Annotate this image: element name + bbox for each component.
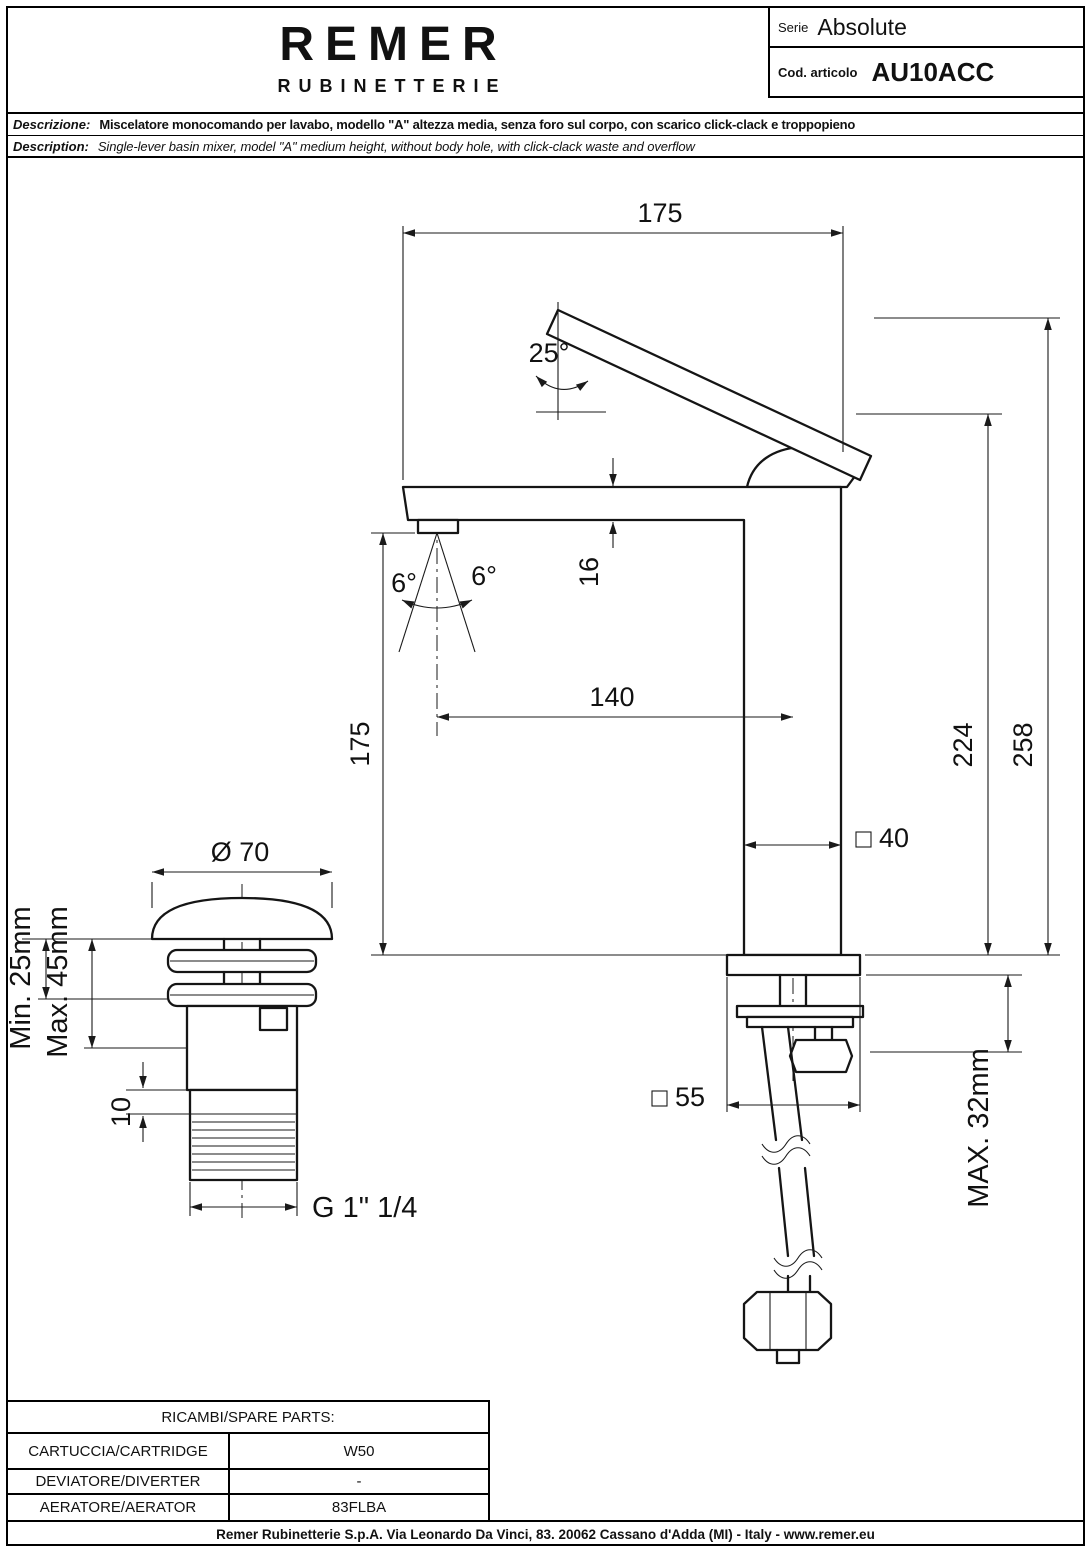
hose-break-symbol-2 <box>773 1249 823 1267</box>
center-lines <box>241 490 794 1218</box>
dim-angle-left-label: 6° <box>391 568 417 598</box>
dim-height-front-label: 224 <box>948 722 978 767</box>
thread-lines <box>192 1121 295 1171</box>
dim-height-total: 258 <box>865 317 1060 956</box>
description-label-en: Description: <box>13 138 89 154</box>
dim-body-square: 40 <box>744 823 909 853</box>
mounting-washer-large <box>735 1004 865 1019</box>
dim-body-height: 175 <box>345 532 727 956</box>
mounting-washer-small <box>745 1015 855 1029</box>
dim-drain-max-label: Max. 45mm <box>42 906 74 1057</box>
dim-spout-reach-label: 140 <box>589 682 634 712</box>
dim-base-square-label: 55 <box>675 1082 705 1112</box>
dim-body-height-label: 175 <box>345 721 375 766</box>
dim-handle-angle: 25° <box>529 302 606 420</box>
dim-spout-section: 16 <box>574 458 617 587</box>
brand-logo-title: REMER <box>279 18 508 71</box>
serie-label: Serie <box>778 19 809 35</box>
table-cell-label: DEVIATORE/DIVERTER <box>8 1470 230 1493</box>
article-code-label: Cod. articolo <box>778 64 858 80</box>
square-symbol-2 <box>651 1090 668 1107</box>
description-text-en: Single-lever basin mixer, model "A" medi… <box>97 138 695 154</box>
article-code-value: AU10ACC <box>871 56 995 87</box>
description-label-it: Descrizione: <box>13 117 91 132</box>
dim-drain-min: Min. 25mm <box>5 906 168 1050</box>
dim-height-total-label: 258 <box>1008 722 1038 767</box>
dim-drain-min-label: Min. 25mm <box>5 906 37 1049</box>
brand-logo: REMER RUBINETTERIE <box>8 10 768 108</box>
dim-counter-max: MAX. 32mm <box>866 974 1022 1208</box>
spare-parts-title: RICAMBI/SPARE PARTS: <box>8 1402 488 1434</box>
table-cell-value: 83FLBA <box>331 1499 387 1516</box>
flex-hose <box>760 1025 778 1142</box>
dim-spout-section-label: 16 <box>574 557 604 587</box>
dim-total-width-label: 175 <box>637 198 682 228</box>
dim-base-square: 55 <box>651 977 861 1112</box>
drain-waste-view <box>150 896 334 1182</box>
table-cell-value: W50 <box>343 1442 375 1460</box>
dim-aerator-angles: 6° 6° <box>391 532 497 653</box>
serie-row: Serie Absolute <box>770 8 1083 48</box>
dim-spout-reach: 140 <box>437 682 793 721</box>
table-cell-value: - <box>356 1473 362 1490</box>
dim-drain-thread-label: G 1" 1/4 <box>312 1192 417 1224</box>
dim-drain-collar-label: 10 <box>106 1097 136 1127</box>
spare-parts-table: RICAMBI/SPARE PARTS: CARTUCCIA/CARTRIDGE… <box>8 1400 490 1520</box>
article-info-box: Serie Absolute Cod. articolo AU10ACC <box>768 8 1083 98</box>
dim-total-width: 175 <box>402 198 844 480</box>
dim-drain-thread: G 1" 1/4 <box>189 1182 417 1224</box>
dim-drain-diameter-label: Ø 70 <box>211 837 270 867</box>
drain-cap <box>150 896 334 941</box>
square-symbol <box>855 831 872 848</box>
faucet-body-outline <box>401 485 843 957</box>
hose-break-symbol <box>761 1135 811 1153</box>
dim-counter-max-label: MAX. 32mm <box>963 1048 995 1208</box>
description-text-it: Miscelatore monocomando per lavabo, mode… <box>99 117 856 132</box>
brand-logo-subtitle: RUBINETTERIE <box>277 76 507 96</box>
faucet-base-flange <box>725 953 862 977</box>
table-row: CARTUCCIA/CARTRIDGE W50 <box>8 1434 488 1470</box>
table-row: AERATORE/AERATOR 83FLBA <box>8 1495 488 1520</box>
mounting-hardware <box>735 973 865 1365</box>
faucet-side-view <box>401 308 873 977</box>
table-cell-label: CARTUCCIA/CARTRIDGE <box>8 1434 230 1468</box>
faucet-lever <box>545 308 873 482</box>
mounting-nut <box>788 1038 854 1074</box>
dim-drain-diameter: Ø 70 <box>151 837 333 908</box>
dim-drain-max: Max. 45mm <box>42 906 187 1058</box>
dim-angle-right-label: 6° <box>471 561 497 591</box>
dim-handle-angle-label: 25° <box>529 338 570 368</box>
page-border <box>6 6 1085 1546</box>
footer-address: Remer Rubinetterie S.p.A. Via Leonardo D… <box>8 1520 1083 1546</box>
serie-value: Absolute <box>817 13 907 40</box>
article-code-row: Cod. articolo AU10ACC <box>770 48 1083 96</box>
faucet-aerator <box>416 518 460 535</box>
table-row: DEVIATORE/DIVERTER - <box>8 1470 488 1495</box>
dim-height-front: 224 <box>856 413 1002 955</box>
dim-drain-collar: 10 <box>106 1062 190 1142</box>
drain-overflow-slot <box>258 1006 289 1032</box>
dim-body-square-label: 40 <box>879 823 909 853</box>
drain-thread <box>188 1088 299 1182</box>
description-row-en: Description: Single-lever basin mixer, m… <box>8 135 1083 158</box>
description-row-it: Descrizione: Miscelatore monocomando per… <box>8 112 1083 135</box>
hose-end-nut <box>742 1290 833 1352</box>
table-cell-label: AERATORE/AERATOR <box>8 1495 230 1520</box>
